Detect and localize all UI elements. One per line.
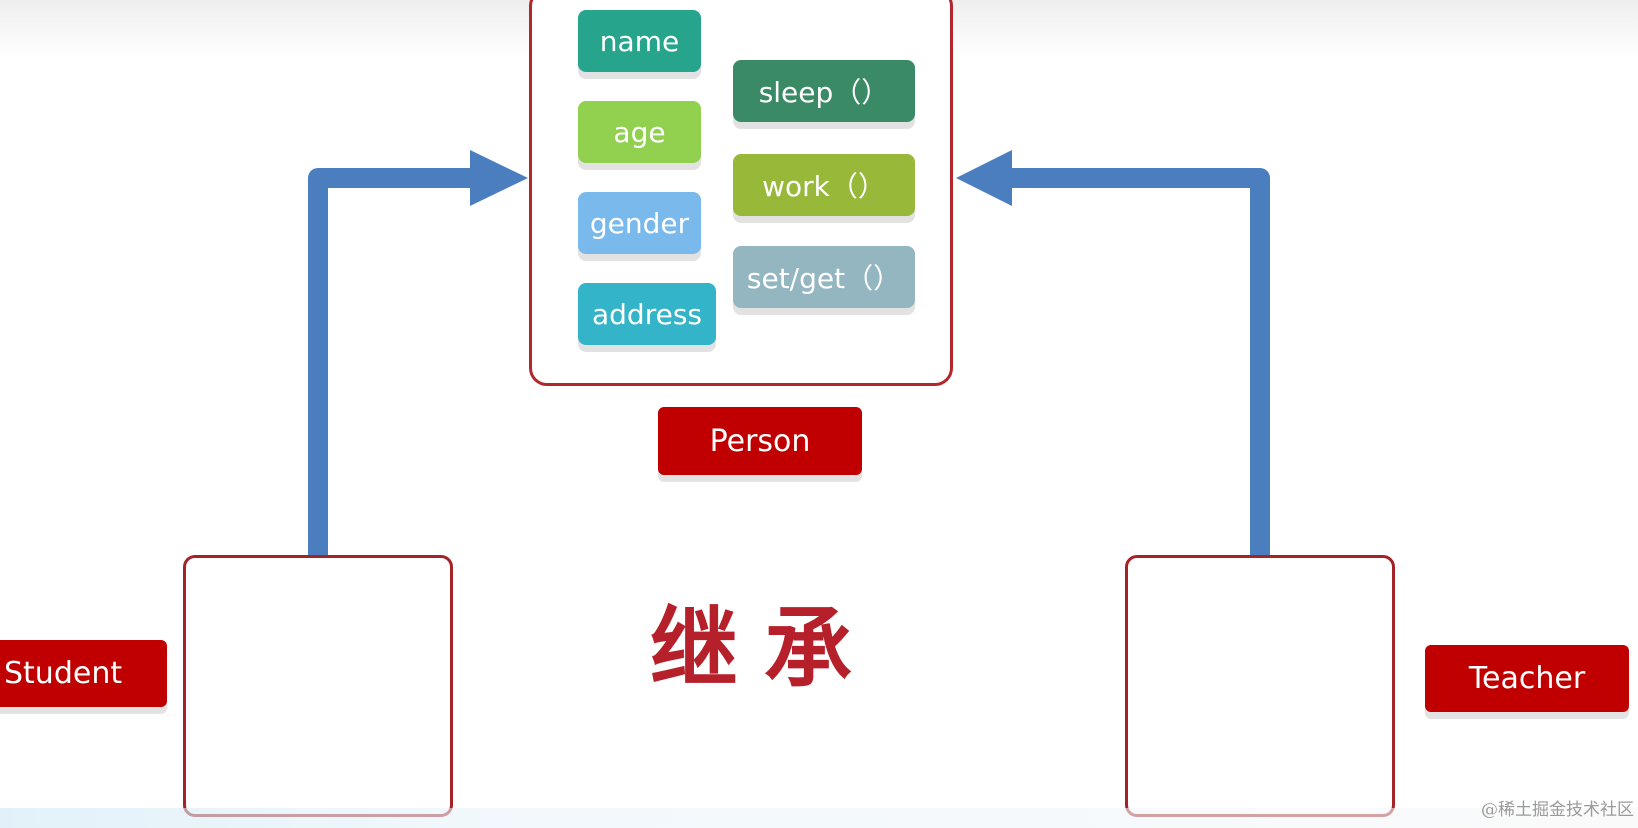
- method-chip-2: set/get（）: [733, 246, 915, 308]
- student-label: Student: [0, 640, 167, 707]
- attribute-chip-gender: gender: [578, 192, 701, 254]
- attribute-chip-name: name: [578, 10, 701, 72]
- center-title: 继承: [650, 597, 879, 700]
- bottom-strip: [0, 808, 1638, 828]
- person-label: Person: [658, 407, 862, 475]
- method-chip-0: sleep（）: [733, 60, 915, 122]
- method-chip-1: work（）: [733, 154, 915, 216]
- teacher-arrow-head: [956, 150, 1012, 206]
- teacher-to-person-arrow: [1005, 168, 1270, 555]
- attribute-chip-address: address: [578, 283, 716, 345]
- student-box: [183, 555, 453, 817]
- attribute-chip-age: age: [578, 101, 701, 163]
- teacher-label: Teacher: [1425, 645, 1629, 712]
- watermark: @稀土掘金技术社区: [1481, 800, 1634, 820]
- teacher-box: [1125, 555, 1395, 817]
- student-to-person-arrow: [308, 168, 478, 555]
- student-arrow-head: [470, 150, 528, 206]
